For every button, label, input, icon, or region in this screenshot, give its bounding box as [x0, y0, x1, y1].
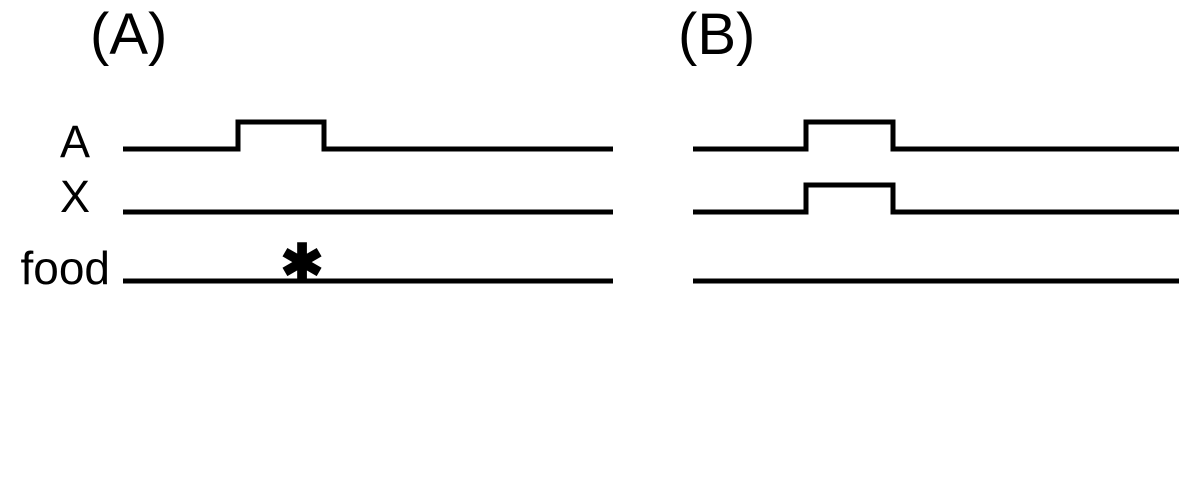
row-label-food: food [20, 242, 110, 294]
panel-label-b: (B) [678, 2, 756, 67]
food-delivery-asterisk-icon: ✱ [280, 235, 324, 293]
trace-a-a [123, 119, 613, 152]
row-label-a: A [59, 116, 90, 167]
panel-label-a: (A) [90, 2, 168, 67]
trace-b-a [693, 119, 1179, 152]
trace-b-x [693, 182, 1179, 215]
row-label-x: X [59, 171, 90, 222]
